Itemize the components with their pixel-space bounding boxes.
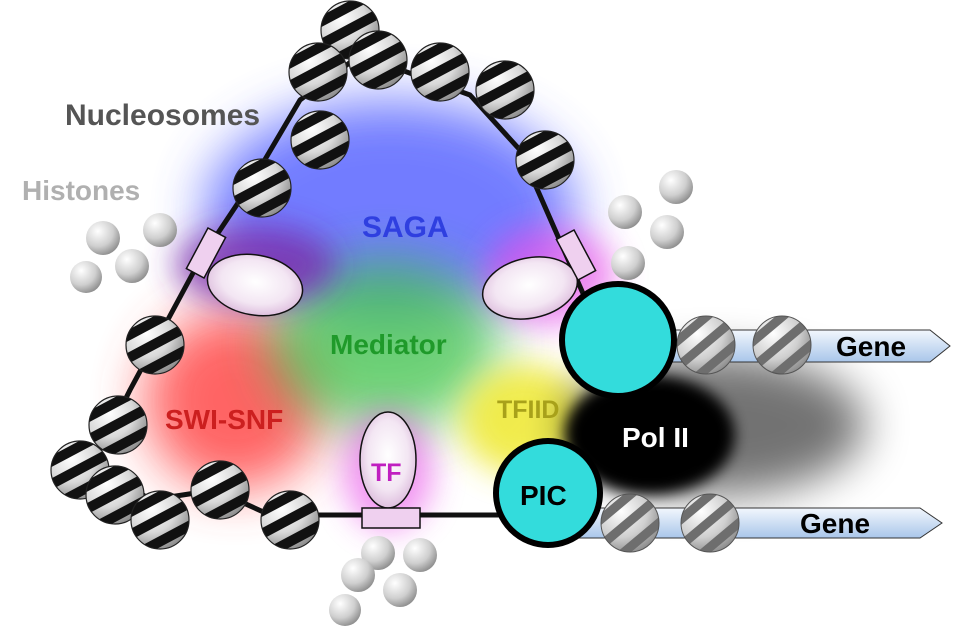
label-histones: Histones xyxy=(22,175,140,206)
histone xyxy=(403,538,437,572)
histone xyxy=(70,261,102,293)
label-nucleosomes: Nucleosomes xyxy=(65,99,260,132)
pic-circle xyxy=(493,438,603,548)
right-site xyxy=(555,228,597,282)
histone xyxy=(659,170,693,204)
histone xyxy=(608,195,642,229)
label-pol2: Pol II xyxy=(622,422,689,453)
histone xyxy=(341,558,375,592)
label-tfiid: TFIID xyxy=(497,396,560,424)
mediator-cloud xyxy=(270,260,500,430)
label-tf: TF xyxy=(371,459,402,487)
pol2-core xyxy=(565,375,735,495)
histone xyxy=(650,215,684,249)
label-saga: SAGA xyxy=(362,211,449,244)
pol2-complex xyxy=(493,281,677,548)
label-pic: PIC xyxy=(520,480,567,511)
histone xyxy=(383,573,417,607)
left-site xyxy=(185,226,227,280)
label-mediator: Mediator xyxy=(330,329,447,360)
label-gene-top: Gene xyxy=(836,331,906,362)
histone xyxy=(143,213,177,247)
nucleosome xyxy=(242,478,336,560)
binding-sites xyxy=(185,226,597,529)
pol2-circle xyxy=(559,281,677,399)
left-oval xyxy=(206,253,304,317)
histone xyxy=(611,246,645,280)
tf-site xyxy=(361,507,421,529)
free-histones xyxy=(70,170,693,626)
label-swi-snf: SWI-SNF xyxy=(165,404,283,435)
histone xyxy=(115,249,149,283)
histone xyxy=(361,536,395,570)
labels: Nucleosomes Histones SAGA Mediator SWI-S… xyxy=(22,99,906,539)
histone xyxy=(86,221,120,255)
label-gene-bottom: Gene xyxy=(800,508,870,539)
histone xyxy=(329,594,361,626)
